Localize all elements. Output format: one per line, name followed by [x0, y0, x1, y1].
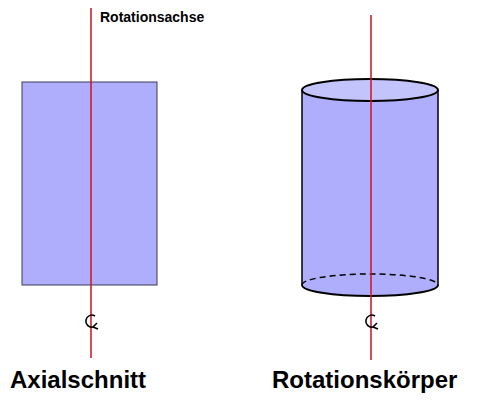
cylinder-top [302, 79, 438, 101]
cylinder-body [302, 90, 438, 285]
cylinder-bottom-front [302, 285, 438, 296]
rotation-arrow [366, 315, 378, 329]
axis-label: Rotationsachse [100, 9, 204, 25]
cylinder-side [301, 90, 303, 285]
axial-section-rect [22, 82, 157, 285]
figure-caption: Rotationskörper [272, 366, 457, 394]
cylinder-side [437, 90, 439, 285]
rotation-axis [90, 8, 92, 358]
cylinder-bottom-back [302, 274, 438, 285]
figure-caption: Axialschnitt [10, 366, 146, 394]
rotation-arrow [86, 315, 98, 329]
rotation-axis [370, 15, 372, 360]
